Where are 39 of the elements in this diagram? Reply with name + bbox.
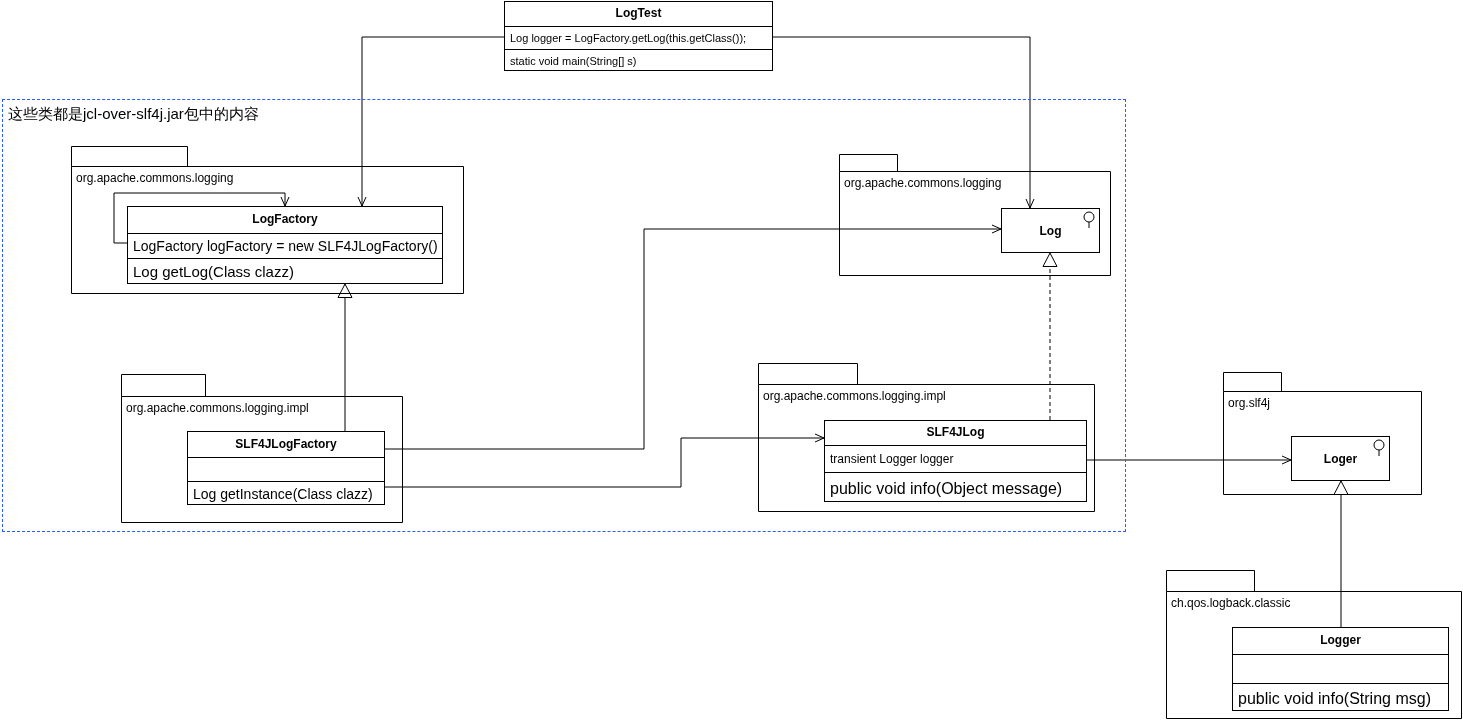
class-name: LogFactory [251, 213, 319, 227]
package-name: org.slf4j [1228, 397, 1271, 411]
field-declaration: LogFactory logFactory = new SLF4JLogFactory() [133, 239, 438, 255]
interface-name: Log [1038, 225, 1063, 239]
class-name: LogTest [614, 7, 663, 21]
group-label: 这些类都是jcl-over-slf4j.jar包中的内容 [8, 106, 259, 123]
package-name: org.apache.commons.logging.impl [763, 390, 946, 404]
interface-name: Loger [1322, 453, 1359, 467]
interface-box [1001, 208, 1100, 253]
method-signature: public void info(Object message) [830, 480, 1063, 498]
association-arrow [357, 36, 505, 207]
method-signature: public void info(String msg) [1238, 690, 1431, 708]
method-signature: Log getInstance(Class clazz) [193, 487, 373, 503]
dashed-boundary [2, 99, 1126, 532]
association-arrow [384, 224, 1002, 450]
package-name: ch.qos.logback.classic [1171, 597, 1291, 611]
class-box [1232, 627, 1449, 711]
association-arrow [772, 36, 1035, 209]
field-declaration: Log logger = LogFactory.getLog(this.getClass()); [510, 32, 747, 45]
class-box [824, 420, 1087, 502]
package-name: org.apache.commons.logging [844, 177, 1002, 191]
class-name: SLF4JLog [925, 426, 986, 440]
method-signature: static void main(String[] s) [510, 55, 637, 68]
association-arrow [113, 192, 290, 244]
package-name: org.apache.commons.logging [76, 172, 234, 186]
class-name: SLF4JLogFactory [234, 438, 338, 452]
association-arrow [384, 433, 825, 488]
class-box [504, 1, 773, 71]
class-name: Logger [1319, 634, 1362, 648]
association-arrow [1086, 455, 1292, 465]
class-box [187, 431, 385, 505]
package-name: org.apache.commons.logging.impl [126, 402, 309, 416]
method-signature: Log getLog(Class clazz) [133, 264, 294, 281]
realization-arrow [1042, 252, 1058, 421]
inheritance-arrow [337, 283, 353, 432]
inheritance-arrow [1333, 480, 1349, 628]
interface-box [1291, 436, 1390, 481]
field-declaration: transient Logger logger [830, 453, 954, 467]
class-box [127, 206, 443, 284]
